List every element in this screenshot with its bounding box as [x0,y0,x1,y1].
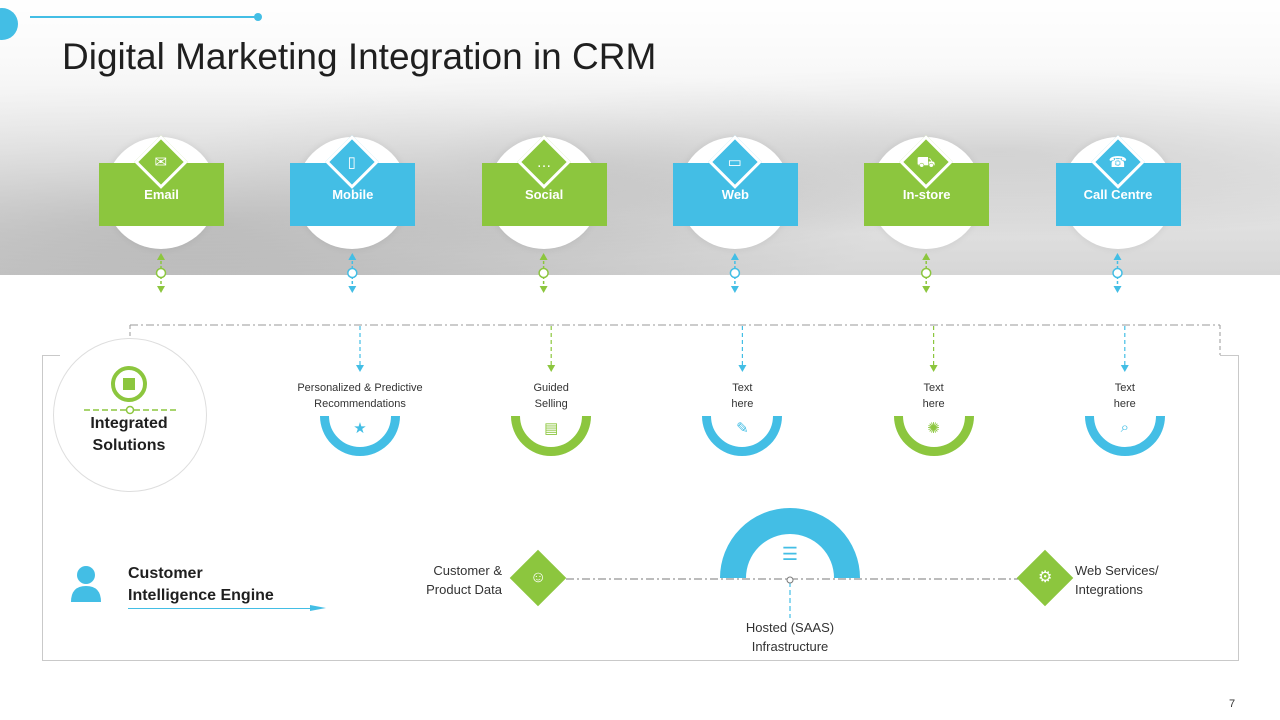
solution-arc [702,416,783,456]
channel-arrow-node [538,267,549,279]
integrated-solutions-line1: Integrated [90,415,168,432]
customer-intelligence-engine-label: Customer Intelligence Engine [128,563,274,607]
solution-arc [511,416,592,456]
integrated-solutions-label: Integrated Solutions [53,413,205,457]
channel-label: Social [524,187,564,202]
channel-arrow-up [348,253,357,260]
frame-corner-right [1220,355,1238,356]
solution-label-line1: Text [1114,382,1135,394]
hand-stars-icon: ★ [353,420,367,437]
solution-label-line1: Guided [533,382,569,394]
network-icon: ✺ [927,420,940,437]
solution-arc [893,416,974,456]
channel-arrow-down [348,286,357,293]
hosted-infrastructure-label: Hosted (SAAS) Infrastructure [720,618,860,656]
solution-label-line2: here [1113,398,1136,410]
channel-arrow-down [157,286,165,293]
solution-drop-arrow [356,365,364,372]
channel-arrow-node [155,267,167,279]
person-icon [71,566,101,602]
integrated-solutions-line2: Solutions [92,437,166,454]
solution-arc [320,416,400,456]
channel-arrow-up [730,253,739,260]
web-services-line1: Web Services/ [1075,563,1159,578]
hosted-infrastructure-arc [720,508,860,578]
document-pen-icon: ✎ [736,420,749,437]
gears-icon: ⚙ [1037,569,1053,586]
solution-label: Text here [854,380,1014,412]
channel-arrow-up [539,253,548,260]
engine-line2: Intelligence Engine [128,587,274,604]
solution-label: Text here [1045,380,1205,412]
customer-data-line2: Product Data [426,582,502,597]
top-accent-line-dot [254,13,262,21]
channel-arrow-down [730,286,739,293]
engine-arrow-icon [310,605,326,611]
solution-drop-arrow [929,365,938,372]
notebook-icon: ▤ [544,420,559,437]
frame-corner-left [42,355,60,356]
solution-label-line1: Personalized & Predictive [297,382,423,394]
solution-label-line2: here [731,398,754,410]
page-title: Digital Marketing Integration in CRM [62,36,657,77]
channel-arrow-up [922,253,931,260]
puzzle-cycle-icon [111,366,147,402]
customer-product-data-label: Customer & Product Data [380,561,502,599]
connector-lines [129,253,1221,372]
channel-label: In-store [902,187,951,202]
page-number: 7 [1229,698,1236,710]
hub-line1: Hosted (SAAS) [745,620,835,635]
integrated-solutions-divider [84,405,176,415]
solution-drop-arrow [1120,365,1129,372]
channel-arrow-up [157,253,165,260]
solution-label-line2: Selling [534,398,568,410]
customer-data-line1: Customer & [433,563,502,578]
channel-arrow-node [1112,267,1123,279]
web-services-line2: Integrations [1075,582,1143,597]
solution-label-line1: Text [732,382,753,394]
solution-drop-arrow [547,365,556,372]
engine-underline [128,608,318,609]
header-fade-overlay [0,0,1280,275]
solution-arc [1084,416,1165,456]
integrated-solutions-circle [53,338,207,492]
channel-arrow-down [922,286,931,293]
channel-arrow-down [1113,286,1122,293]
web-services-label: Web Services/ Integrations [1075,561,1215,599]
corner-accent-dot [0,8,18,40]
channel-arrow-up [1113,253,1122,260]
channel-label: Web [721,187,749,202]
solution-label-line2: Recommendations [314,398,406,410]
channel-arrow-node [920,267,932,279]
hub-line2: Infrastructure [751,639,829,654]
channel-label: Mobile [332,187,374,202]
engine-line1: Customer [128,565,203,582]
channel-arrow-node [729,267,741,279]
solution-drop-arrow [738,365,747,372]
solution-label: Text here [662,380,822,412]
channel-label: Call Centre [1083,187,1153,202]
user-computer-icon: ☺ [529,569,547,586]
channel-label: Email [144,187,179,202]
channel-arrow-node [347,267,358,279]
solution-label-line1: Text [923,382,944,394]
channel-arrow-down [539,286,548,293]
search-card-icon: ⌕ [1120,419,1129,436]
crm-frame [42,355,1239,661]
server-icon: ☰ [781,544,799,564]
top-accent-line [30,16,256,18]
solution-label-line2: here [922,398,945,410]
